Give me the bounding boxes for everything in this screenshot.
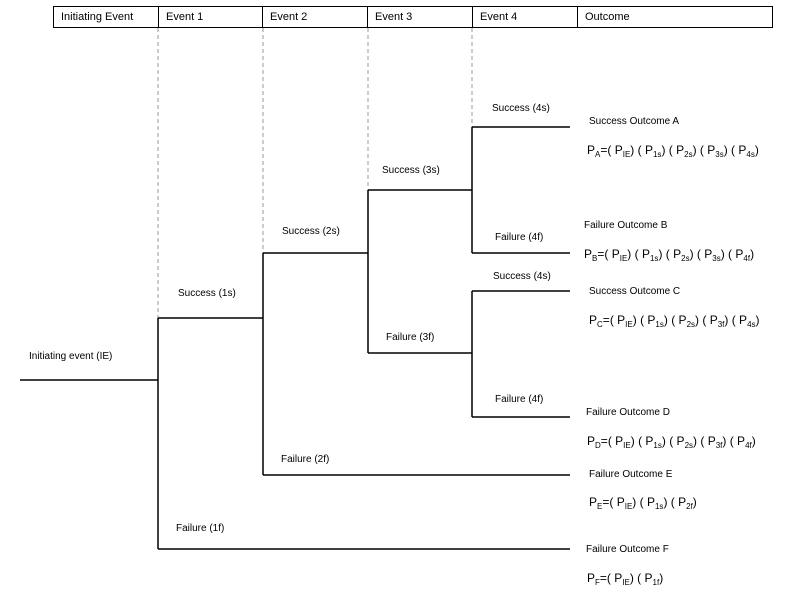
- formula-term-subscript: 4f: [743, 254, 751, 263]
- formula-subscript: A: [595, 150, 601, 159]
- formula-term-subscript: 2s: [681, 254, 690, 263]
- formula-term-symbol: P: [644, 571, 653, 585]
- formula-term-subscript: IE: [619, 254, 628, 263]
- formula-term-subscript: 2f: [686, 502, 693, 511]
- outcome-formula-b: PB=( PIE) ( P1s) ( P2s) ( P3s) ( P4f): [584, 247, 755, 263]
- formula-term-subscript: 4s: [746, 150, 755, 159]
- formula-subscript: B: [592, 254, 598, 263]
- formula-term-subscript: 1s: [652, 150, 662, 159]
- formula-term-subscript: 3s: [715, 150, 724, 159]
- formula-term-symbol: P: [738, 143, 747, 157]
- formula-term-subscript: 4f: [745, 441, 752, 450]
- header-event-1: Event 1: [159, 7, 263, 27]
- branch-label-1f: Failure (1f): [176, 523, 225, 534]
- branch-label-2f: Failure (2f): [281, 454, 330, 465]
- branch-label-3s: Success (3s): [382, 165, 440, 176]
- formula-subscript: D: [595, 441, 601, 450]
- branch-label-4f-a: Failure (4f): [495, 232, 544, 243]
- formula-subscript: C: [597, 320, 603, 329]
- formula-term-symbol: P: [616, 495, 625, 509]
- formula-term-subscript: IE: [622, 578, 630, 587]
- formula-term-symbol: P: [645, 434, 654, 448]
- formula-symbol: P: [589, 313, 598, 327]
- formula-term-subscript: IE: [624, 502, 633, 511]
- formula-term-symbol: P: [615, 434, 624, 448]
- formula-term-symbol: P: [739, 313, 748, 327]
- formula-term-symbol: P: [676, 143, 685, 157]
- header-initiating-event: Initiating Event: [54, 7, 159, 27]
- formula-symbol: P: [587, 434, 596, 448]
- formula-term-symbol: P: [678, 495, 687, 509]
- formula-term-symbol: P: [678, 313, 687, 327]
- column-guides: [157, 28, 473, 318]
- header-event-2: Event 2: [263, 7, 368, 27]
- formula-term-subscript: 2s: [684, 150, 693, 159]
- formula-subscript: F: [595, 578, 600, 587]
- formula-term-symbol: P: [704, 247, 713, 261]
- outcome-label-f: Failure Outcome F: [586, 544, 669, 555]
- outcome-formula-d: PD=( PIE) ( P1s) ( P2s) ( P3f) ( P4f): [587, 434, 756, 450]
- formula-term-subscript: 3f: [715, 441, 723, 450]
- formula-symbol: P: [587, 143, 596, 157]
- formula-term-symbol: P: [644, 143, 653, 157]
- outcome-label-a: Success Outcome A: [589, 116, 680, 127]
- formula-term-symbol: P: [641, 247, 650, 261]
- formula-term-symbol: P: [735, 247, 744, 261]
- outcome-formula-e: PE=( PIE) ( P1s) ( P2f): [589, 495, 697, 511]
- formula-term-symbol: P: [737, 434, 746, 448]
- header-event-3: Event 3: [368, 7, 473, 27]
- outcome-formula-f: PF=( PIE) ( P1f): [587, 571, 664, 587]
- branch-label-4f-b: Failure (4f): [495, 394, 544, 405]
- formula-term-subscript: 2s: [686, 320, 696, 329]
- branch-label-1s: Success (1s): [178, 288, 236, 299]
- formula-term-symbol: P: [611, 247, 620, 261]
- formula-term-symbol: P: [614, 143, 623, 157]
- formula-term-symbol: P: [707, 434, 716, 448]
- outcome-formula-a: PA=( PIE) ( P1s) ( P2s) ( P3s) ( P4s): [587, 143, 759, 159]
- event-tree-header: Initiating Event Event 1 Event 2 Event 3…: [53, 6, 773, 28]
- formula-term-symbol: P: [673, 247, 682, 261]
- branch-label-3f: Failure (3f): [386, 332, 435, 343]
- header-outcome: Outcome: [585, 11, 630, 23]
- formula-symbol: P: [589, 495, 598, 509]
- branch-label-4s-b: Success (4s): [493, 271, 551, 282]
- formula-term-symbol: P: [614, 571, 623, 585]
- formula-term-symbol: P: [676, 434, 685, 448]
- outcome-label-e: Failure Outcome E: [589, 469, 673, 480]
- formula-term-subscript: 1s: [653, 441, 662, 450]
- outcome-label-d: Failure Outcome D: [586, 407, 670, 418]
- formula-term-symbol: P: [646, 495, 655, 509]
- outcome-label-b: Failure Outcome B: [584, 220, 668, 231]
- formula-term-subscript: IE: [625, 320, 633, 329]
- formula-term-subscript: 1f: [652, 578, 660, 587]
- branch-label-2s: Success (2s): [282, 226, 340, 237]
- outcome-label-c: Success Outcome C: [589, 286, 681, 297]
- formula-term-subscript: 4s: [747, 320, 756, 329]
- formula-term-subscript: IE: [623, 441, 631, 450]
- initiating-event-label: Initiating event (IE): [29, 351, 113, 362]
- header-event-4: Event 4: [473, 7, 578, 27]
- formula-term-subscript: 1s: [649, 254, 659, 263]
- outcome-formula-c: PC=( PIE) ( P1s) ( P2s) ( P3f) ( P4s): [589, 313, 760, 329]
- formula-term-subscript: 3s: [712, 254, 721, 263]
- formula-term-symbol: P: [647, 313, 656, 327]
- formula-term-subscript: 1s: [655, 320, 664, 329]
- formula-term-subscript: 2s: [684, 441, 694, 450]
- formula-term-subscript: 3f: [717, 320, 725, 329]
- formula-term-symbol: P: [709, 313, 718, 327]
- formula-term-subscript: 1s: [654, 502, 664, 511]
- branch-label-4s-a: Success (4s): [492, 103, 550, 114]
- formula-term-subscript: IE: [622, 150, 631, 159]
- formula-symbol: P: [584, 247, 593, 261]
- formula-symbol: P: [587, 571, 596, 585]
- formula-term-symbol: P: [617, 313, 626, 327]
- tree-branches: [20, 126, 570, 550]
- formula-subscript: E: [597, 502, 603, 511]
- formula-term-symbol: P: [707, 143, 716, 157]
